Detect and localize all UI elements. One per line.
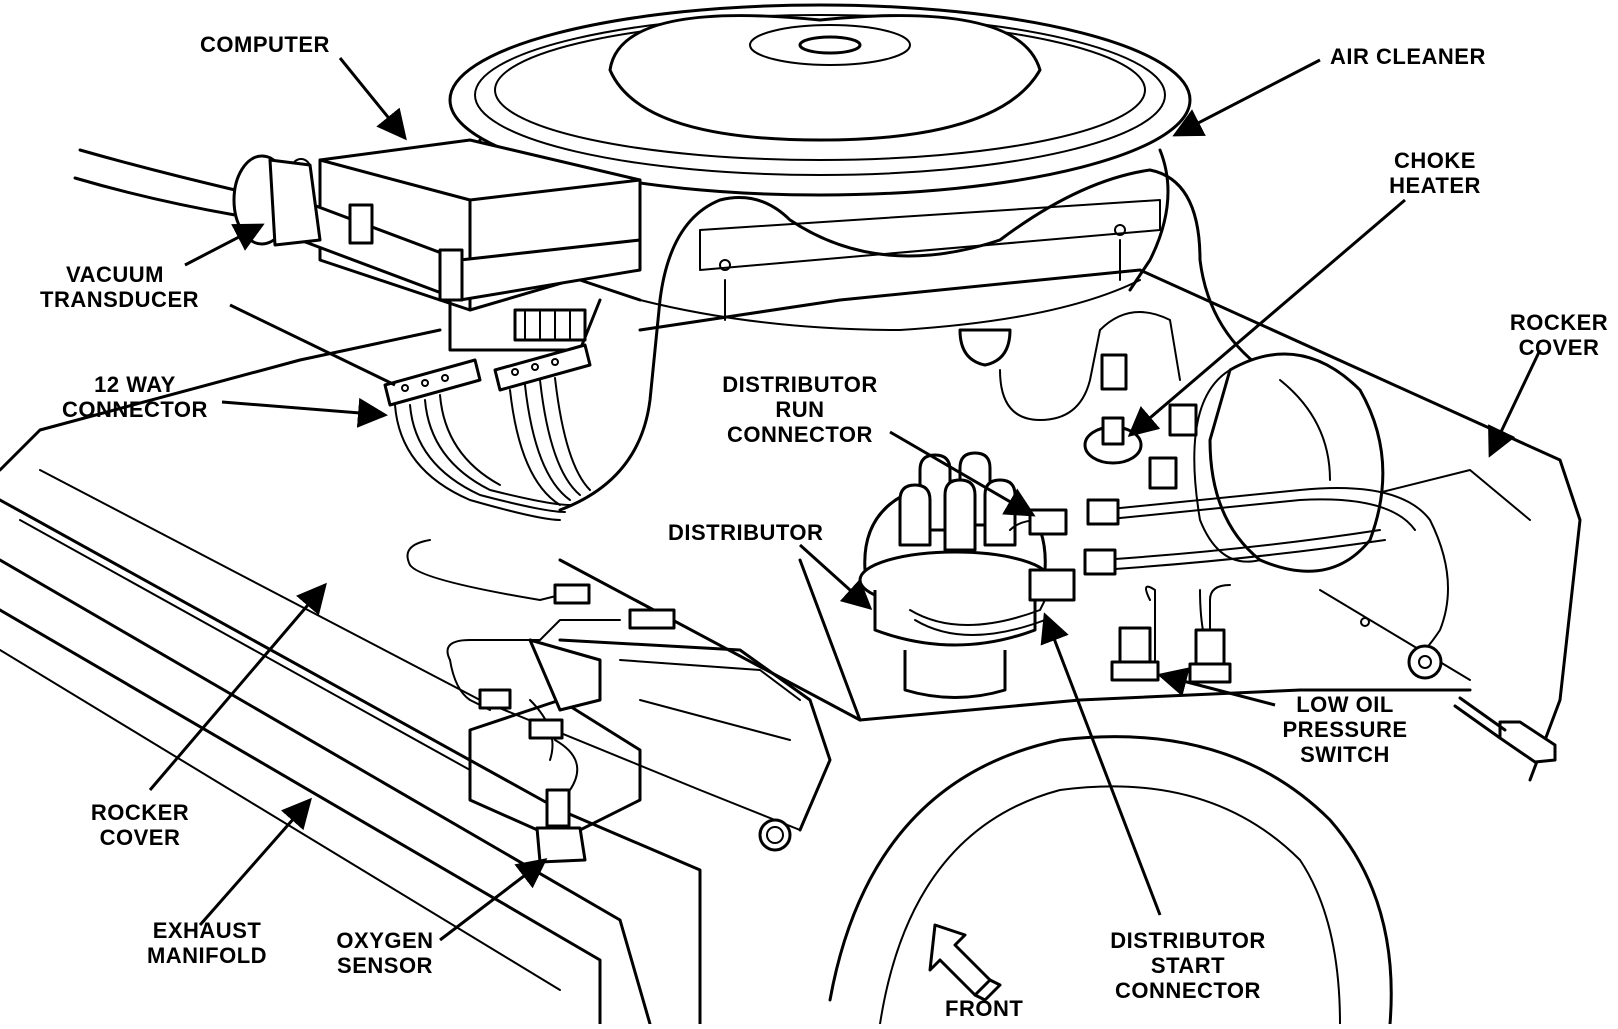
label-distributor: DISTRIBUTOR [668,520,824,545]
twelve-way-connectors [383,168,1282,521]
low-oil-pressure-switch [1110,584,1232,684]
label-rocker-cover-left: ROCKER COVER [90,800,190,850]
label-choke-heater: CHOKE HEATER [1389,148,1481,198]
engine-harness [1083,487,1449,680]
label-12-way-connector: 12 WAY CONNECTOR [62,372,208,422]
label-vacuum-transducer: VACUUM TRANSDUCER [40,262,199,312]
choke-heater [999,311,1198,490]
label-exhaust-manifold: EXHAUST MANIFOLD [146,918,268,968]
distributor [858,451,1076,699]
label-front: FRONT [945,996,1024,1021]
exhaust-manifold [0,608,602,1026]
air-cleaner [448,3,1192,367]
label-distributor-run-connector: DISTRIBUTOR RUN CONNECTOR [722,372,878,447]
label-low-oil-pressure-switch: LOW OIL PRESSURE SWITCH [1282,692,1408,767]
oxygen-sensor-assembly [406,539,676,864]
label-distributor-start-connector: DISTRIBUTOR START CONNECTOR [1110,928,1266,1003]
computer [291,138,642,352]
right-rocker-cover [1193,352,1385,573]
harmonic-balancer [828,735,1393,1026]
label-rocker-cover-right: ROCKER COVER [1509,310,1609,360]
front-arrow-icon [928,923,1002,1002]
vacuum-transducer [73,148,322,247]
label-oxygen-sensor: OXYGEN SENSOR [336,928,434,978]
label-computer: COMPUTER [200,32,330,57]
label-air-cleaner: AIR CLEANER [1330,44,1486,69]
bolt [1453,696,1557,764]
leader-lines [148,57,1542,942]
